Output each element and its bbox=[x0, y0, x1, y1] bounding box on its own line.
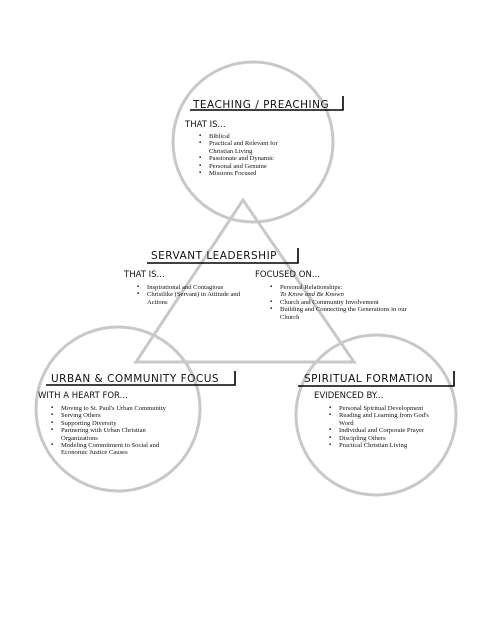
list-item: Building and Connecting the Generations … bbox=[270, 306, 415, 321]
list-item: Modeling Commitment to Social and Econom… bbox=[51, 442, 179, 457]
list-item: Reading and Learning from God's Word bbox=[329, 412, 441, 427]
urban-circle bbox=[34, 325, 202, 493]
servant-bracket bbox=[147, 248, 299, 264]
list-item: Supporting Diversity bbox=[51, 420, 179, 428]
relationships-tagline: To Know and Be Known bbox=[280, 291, 344, 299]
urban-title: URBAN & COMMUNITY FOCUS bbox=[51, 373, 220, 385]
list-item: Personal Relationships:To Know and Be Kn… bbox=[270, 284, 415, 299]
list-item: Partnering with Urban Christian Organiza… bbox=[51, 427, 179, 442]
list-item: Serving Others bbox=[51, 412, 179, 420]
spiritual-subtitle: EVIDENCED BY... bbox=[314, 391, 384, 401]
teaching-bracket bbox=[190, 96, 344, 111]
list-item: Inspirational and Contagious bbox=[137, 284, 249, 292]
teaching-circle bbox=[171, 60, 335, 224]
spiritual-bracket bbox=[298, 371, 455, 387]
servant-left-list: Inspirational and Contagious Christlike … bbox=[137, 284, 249, 306]
teaching-list: Biblical Practical and Relevant for Chri… bbox=[199, 133, 301, 178]
servant-left-subtitle: THAT IS... bbox=[124, 270, 165, 280]
list-item: Practical Christian Living bbox=[329, 442, 441, 450]
list-item: Passionate and Dynamic bbox=[199, 155, 301, 163]
spiritual-title: SPIRITUAL FORMATION bbox=[304, 373, 434, 385]
urban-list: Moving to St. Paul's Urban Community Ser… bbox=[51, 405, 179, 457]
list-item: Individual and Corporate Prayer bbox=[329, 427, 441, 435]
spiritual-circle bbox=[294, 333, 458, 497]
teaching-title: TEACHING / PREACHING bbox=[193, 99, 330, 111]
list-item: Discipling Others bbox=[329, 435, 441, 443]
list-item: Personal and Genuine bbox=[199, 163, 301, 171]
list-item: Missions Focused bbox=[199, 170, 301, 178]
spiritual-list: Personal Spiritual Development Reading a… bbox=[329, 405, 441, 450]
urban-subtitle: WITH A HEART FOR... bbox=[38, 391, 128, 401]
list-item: Personal Spiritual Development bbox=[329, 405, 441, 413]
list-item: Church and Community Involvement bbox=[270, 299, 415, 307]
servant-right-list: Personal Relationships:To Know and Be Kn… bbox=[270, 284, 415, 321]
list-item: Practical and Relevant for Christian Liv… bbox=[199, 140, 301, 155]
list-item: Biblical bbox=[199, 133, 301, 141]
servant-right-subtitle: FOCUSED ON... bbox=[255, 270, 320, 280]
connecting-triangle bbox=[133, 197, 357, 364]
list-item: Christlike (Servant) in Attitude and Act… bbox=[137, 291, 249, 306]
teaching-subtitle: THAT IS... bbox=[185, 120, 226, 130]
urban-bracket bbox=[46, 371, 236, 386]
servant-title: SERVANT LEADERSHIP bbox=[151, 250, 277, 262]
list-item: Moving to St. Paul's Urban Community bbox=[51, 405, 179, 413]
relationships-label: Personal Relationships: bbox=[280, 284, 343, 291]
